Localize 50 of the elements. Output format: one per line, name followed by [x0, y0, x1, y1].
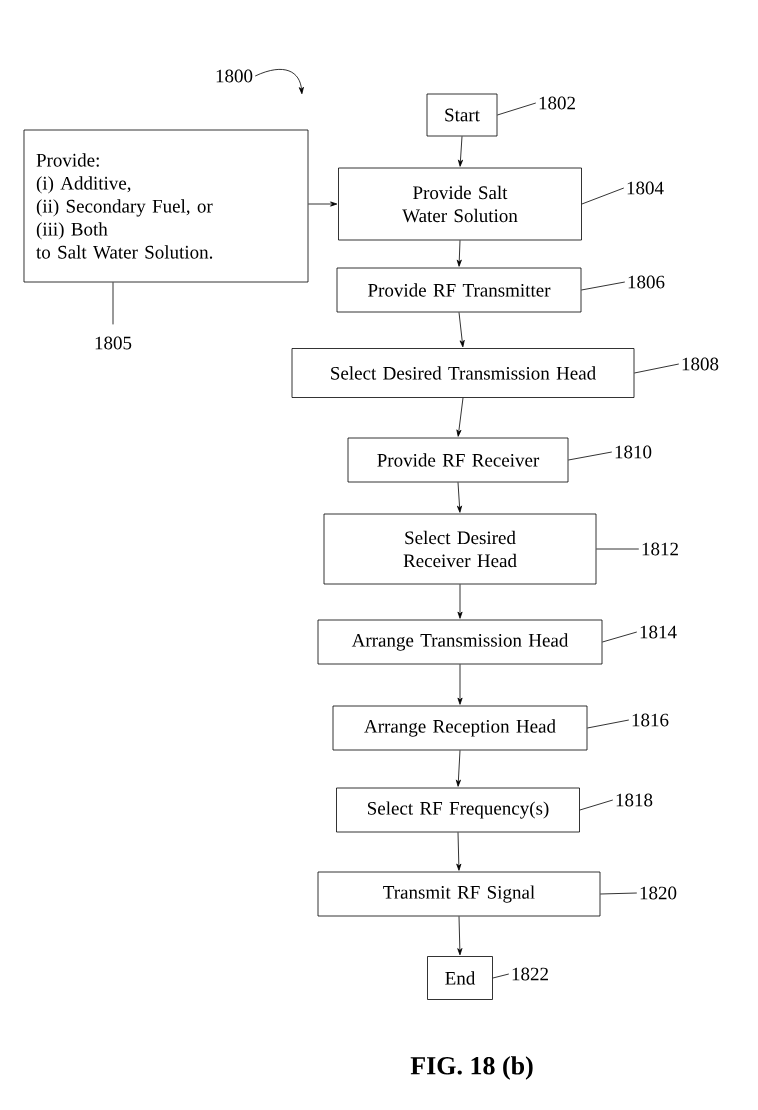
reference-number: 1810: [615, 445, 652, 459]
process-box: Arrange Transmission Head: [317, 619, 603, 665]
arrow: [456, 397, 464, 437]
arrow: [457, 916, 463, 956]
arrow: [457, 136, 463, 167]
leader-line: [497, 102, 537, 116]
process-box: Select Desired Transmission Head: [291, 348, 635, 398]
leader-line: [596, 548, 640, 550]
process-box: Select Desired Receiver Head: [323, 513, 597, 585]
reference-number: 1818: [616, 793, 653, 807]
reference-number: 1804: [627, 181, 664, 195]
arrow: [308, 201, 338, 207]
arrow: [457, 584, 463, 619]
leader-line: [581, 187, 625, 205]
reference-number: 1816: [632, 713, 669, 727]
leader-line: [634, 363, 680, 374]
terminal-box: Start: [426, 93, 498, 137]
arrow: [458, 312, 465, 348]
arrow: [457, 664, 463, 705]
leader-line: [112, 282, 114, 325]
process-box: Transmit RF Signal: [317, 871, 601, 917]
terminal-box: End: [427, 956, 493, 1000]
reference-number: 1808: [682, 357, 719, 371]
reference-number: 1812: [642, 542, 678, 556]
reference-number: 1805: [95, 336, 132, 350]
leader-line: [579, 799, 614, 811]
arrow: [455, 750, 461, 787]
leader-line: [587, 719, 630, 729]
leader-line: [568, 451, 613, 461]
reference-number: 1814: [640, 625, 677, 639]
process-box: Provide RF Transmitter: [336, 267, 582, 313]
process-box: Provide RF Receiver: [347, 437, 569, 483]
leader-line: [602, 631, 638, 643]
figure-caption: FIG. 18 (b): [410, 1056, 533, 1080]
reference-number: 1820: [640, 886, 677, 900]
arrow: [254, 68, 304, 95]
process-box: Provide: (i) Additive, (ii) Secondary Fuel, or (iii) Both to Salt Water Solution.: [23, 129, 309, 283]
arrow: [457, 482, 463, 513]
process-box: Arrange Reception Head: [332, 705, 588, 751]
leader-line: [581, 281, 626, 291]
leader-line: [600, 892, 638, 895]
arrow: [456, 832, 462, 871]
reference-number: 1806: [628, 275, 665, 289]
process-box: Select RF Frequency(s): [336, 787, 580, 833]
reference-number: 1822: [512, 967, 548, 981]
arrow: [456, 240, 462, 267]
reference-number: 1802: [539, 96, 575, 110]
process-box: Provide Salt Water Solution: [338, 167, 582, 241]
reference-number: 1800: [216, 69, 253, 83]
leader-line: [492, 973, 510, 979]
